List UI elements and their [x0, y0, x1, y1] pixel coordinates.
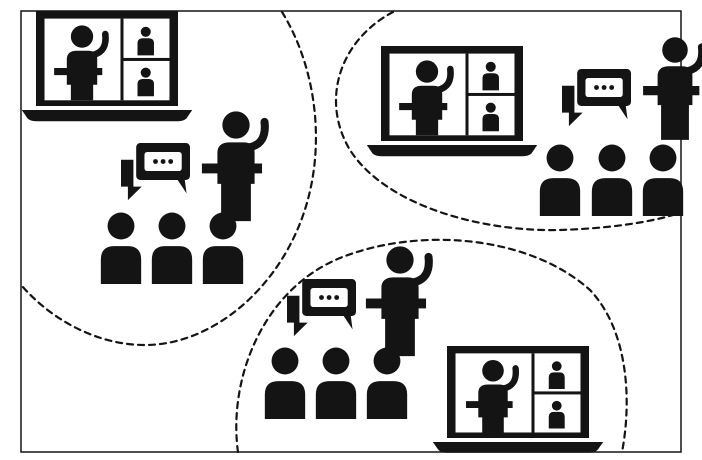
speaker-podium-icon	[365, 246, 433, 357]
audience-person-icon	[100, 212, 142, 284]
audience-person-icon	[264, 347, 306, 419]
speaker-podium-icon	[201, 111, 269, 222]
speech-bubble-icon	[287, 279, 356, 337]
audience-person-icon	[315, 347, 357, 419]
audience-person-icon	[642, 144, 684, 216]
audience-person-icon	[539, 144, 581, 216]
audience-person-icon	[202, 212, 244, 284]
speech-bubble-icon	[121, 143, 190, 201]
speaker-podium-icon	[643, 37, 702, 140]
speech-bubble-icon	[562, 69, 631, 127]
laptop-video-call-icon	[366, 46, 538, 157]
audience-person-icon	[366, 347, 408, 419]
laptop-video-call-icon	[21, 11, 193, 122]
cluster-boundary-top-left	[20, 10, 317, 347]
cluster-boundary-bottom	[235, 238, 628, 454]
cluster-boundary-top-right	[335, 10, 684, 232]
audience-person-icon	[151, 212, 193, 284]
audience-person-icon	[591, 144, 633, 216]
laptop-video-call-icon	[432, 346, 604, 453]
image-frame	[20, 10, 682, 453]
